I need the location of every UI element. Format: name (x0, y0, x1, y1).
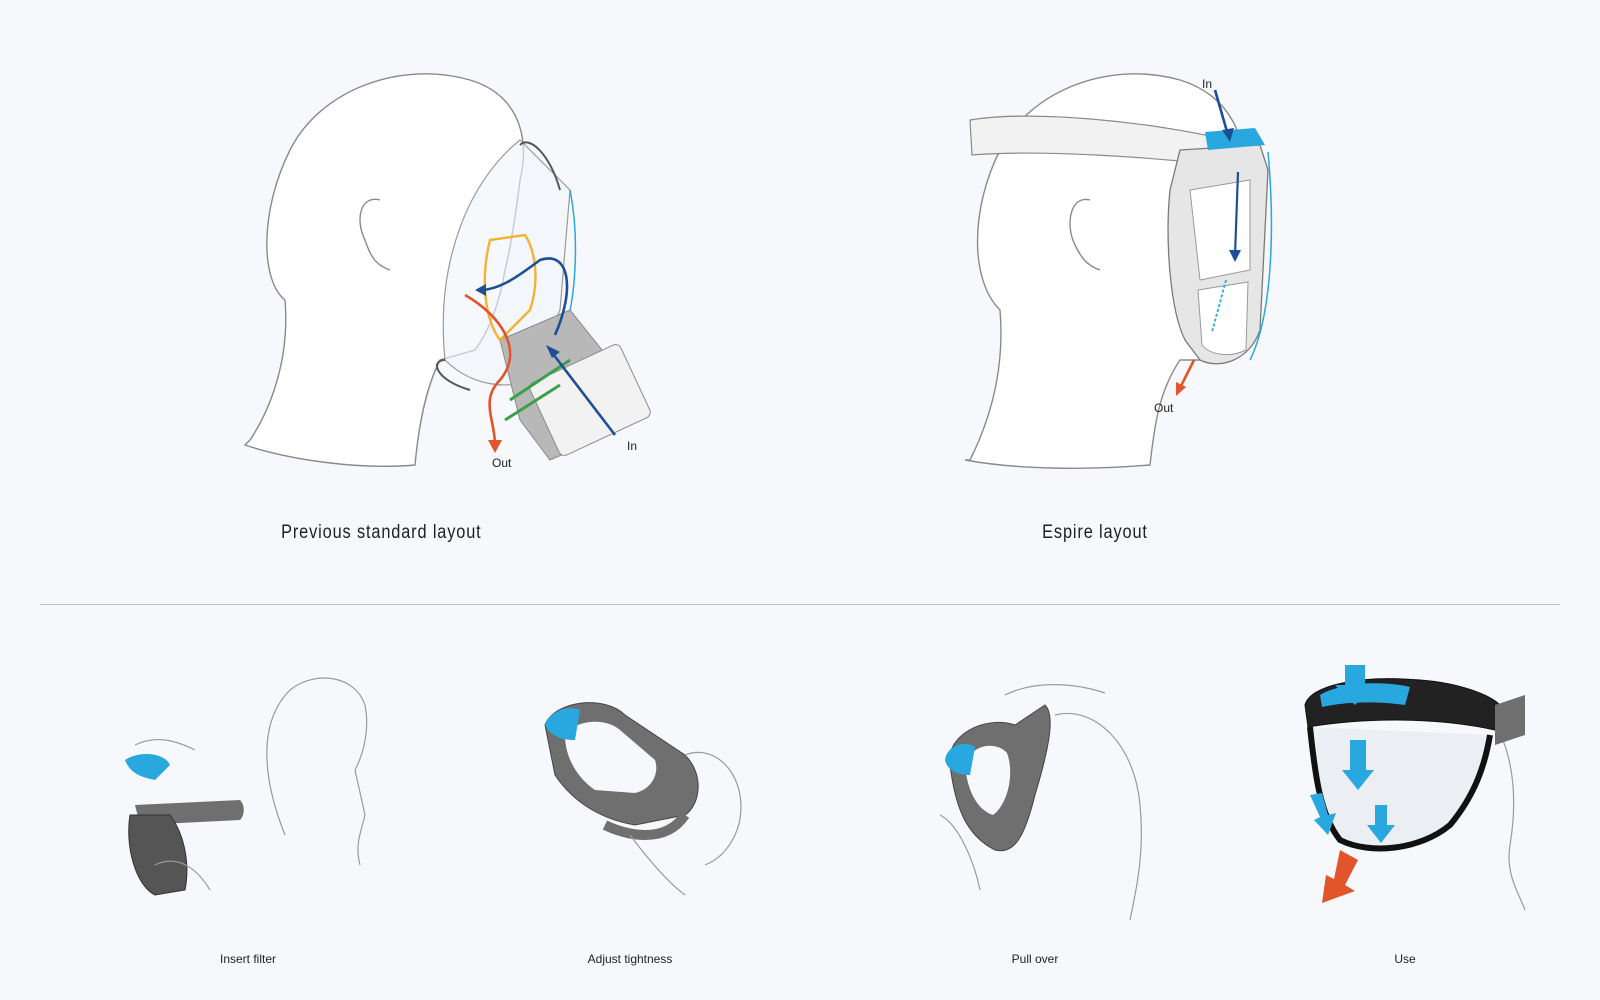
step-use-illustration (1300, 665, 1530, 925)
inflow-arrow-inner (1233, 171, 1240, 256)
valve-outline (483, 233, 537, 342)
espire-layout-diagram: In Out (964, 73, 1273, 469)
inflow-arrow-inner-head (1229, 250, 1241, 262)
strap-lower (602, 811, 690, 840)
previous-layout-illustration: In Out (230, 60, 690, 490)
filter-piece (125, 753, 170, 780)
previous-layout-caption: Previous standard layout (281, 522, 482, 543)
intake-vent (945, 743, 975, 775)
ear-outline (359, 198, 391, 271)
inflow-arrow-loop-head (475, 284, 486, 296)
side-strap (1495, 695, 1525, 745)
inflow-arrow-right (1367, 805, 1395, 843)
use-drawing (1304, 665, 1526, 911)
previous-in-label: In (627, 439, 637, 453)
step-use-caption: Use (1394, 952, 1416, 966)
inflow-arrow-top (1335, 665, 1375, 705)
filter-cover (529, 344, 651, 456)
head-outline (266, 677, 368, 866)
adjust-tightness-drawing (544, 702, 742, 896)
mask-lower-window (1197, 281, 1249, 356)
hand-lower (629, 834, 686, 896)
inflow-arrow (1213, 89, 1230, 136)
espire-out-label: Out (1154, 401, 1174, 415)
strap-top (519, 141, 561, 191)
step-adjust-tightness-caption: Adjust tightness (587, 952, 673, 966)
insert-filter-drawing (125, 677, 368, 896)
filter-line-2 (504, 383, 561, 422)
previous-layout-diagram: In Out (243, 73, 651, 470)
hand-right (684, 751, 742, 866)
mask-window (965, 745, 1011, 815)
intake-vent (1205, 128, 1265, 150)
step-insert-filter-caption: Insert filter (219, 952, 276, 966)
filter-line-1 (509, 358, 571, 402)
outflow-arrow-head (488, 440, 502, 453)
inflow-arrow-left (1310, 793, 1336, 835)
espire-in-label: In (1202, 77, 1212, 91)
espire-layout-caption: Espire layout (1042, 522, 1148, 543)
step-pull-over-illustration (935, 675, 1155, 925)
espire-layout-illustration: In Out (950, 60, 1290, 490)
previous-out-label: Out (492, 456, 512, 470)
outflow-arrow (1178, 359, 1196, 389)
ear-outline (1069, 198, 1101, 271)
hand-top (1004, 684, 1106, 696)
outflow-arrow (1322, 850, 1358, 903)
pull-over-drawing (939, 684, 1142, 921)
step-adjust-tightness-illustration (535, 695, 765, 915)
strap-bottom (436, 359, 471, 391)
head-outline (964, 73, 1244, 469)
visor-edge (1249, 151, 1273, 361)
mask-body (128, 814, 188, 896)
inflow-arrow-main (548, 349, 617, 436)
intake-vent (545, 708, 580, 740)
hand-bottom (154, 860, 211, 891)
inflow-arrow-loop (479, 257, 569, 336)
inflow-arrow-head (1222, 128, 1234, 142)
mask-window (1189, 179, 1251, 281)
inflow-arrow-head (546, 345, 560, 358)
mask-visor (1307, 726, 1493, 852)
hand-bottom (939, 814, 981, 891)
outflow-arrow-head (1176, 382, 1186, 396)
inflow-arrow-lower (1211, 279, 1227, 333)
hand-top (134, 739, 196, 751)
step-pull-over-caption: Pull over (1011, 952, 1059, 966)
outflow-arrow (464, 293, 512, 446)
section-divider (40, 604, 1560, 605)
step-insert-filter-illustration (115, 665, 395, 930)
mask-window (565, 721, 657, 793)
head-outline (1054, 712, 1142, 921)
inflow-arrow-middle (1342, 740, 1374, 790)
